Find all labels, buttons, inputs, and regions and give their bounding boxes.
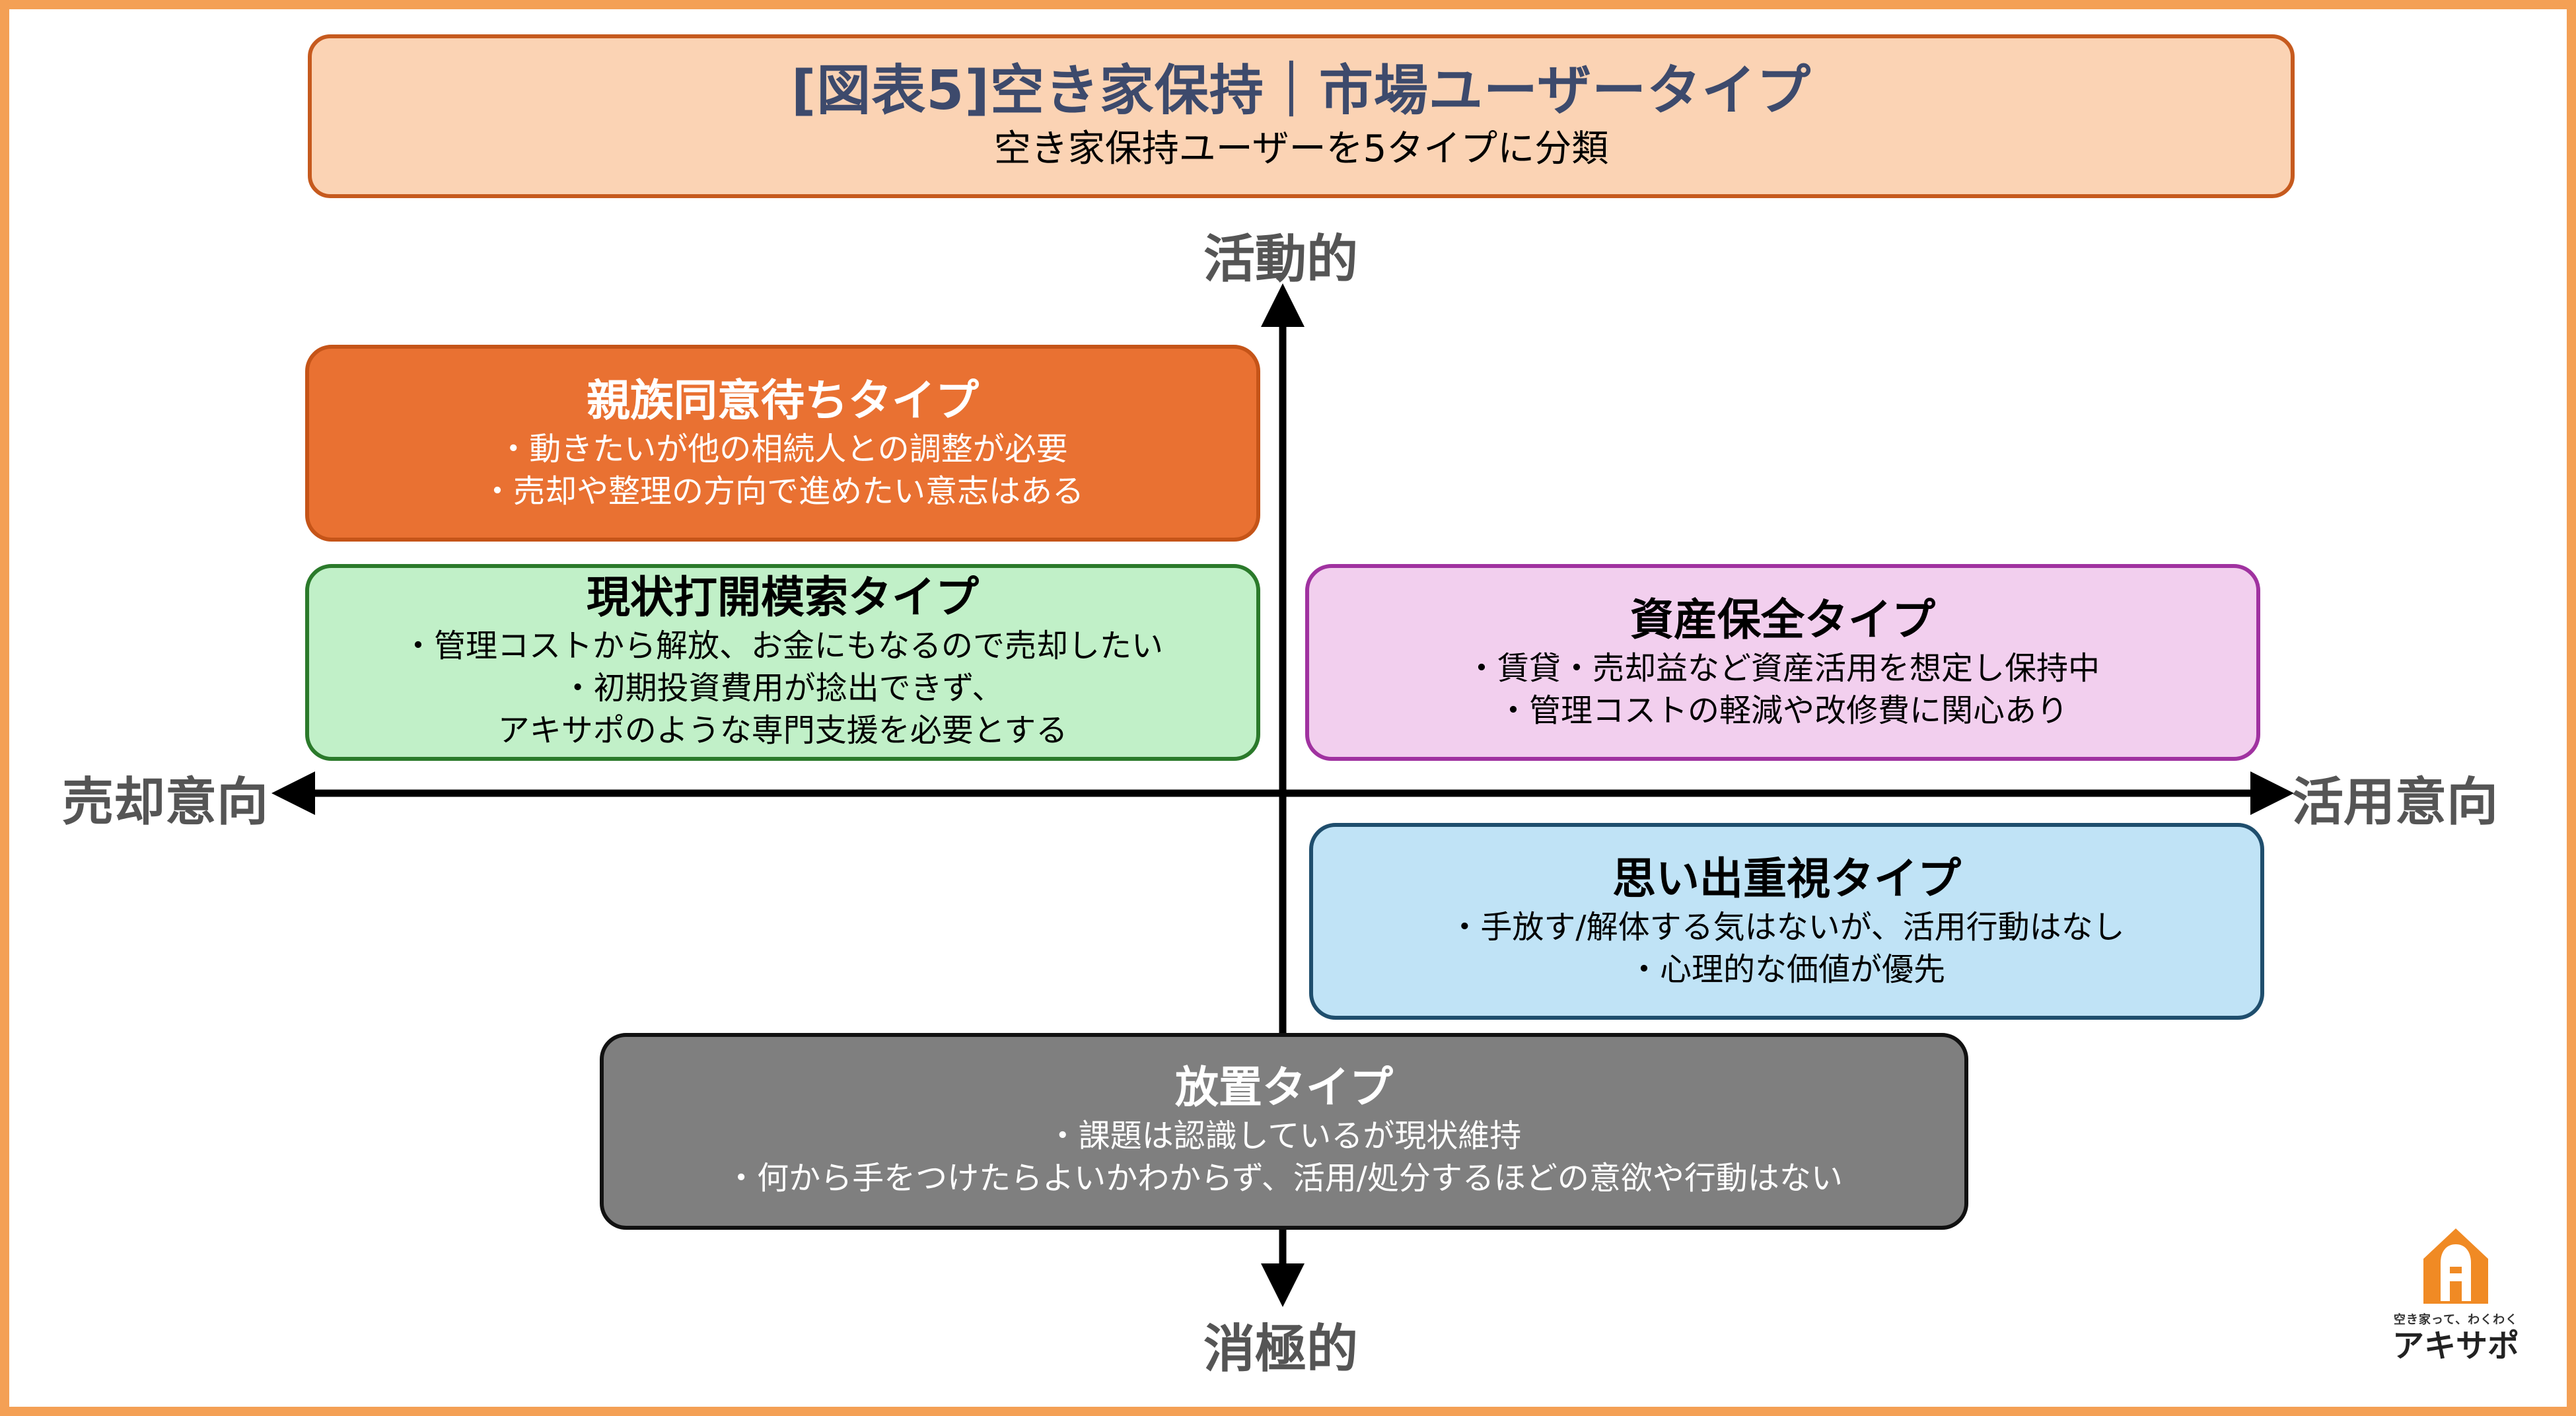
type-line: ・心理的な価値が優先 xyxy=(1628,951,1945,988)
type-title: 思い出重視タイプ xyxy=(1612,853,1961,904)
type-line: ・課題は認識しているが現状維持 xyxy=(1046,1117,1522,1154)
type-line: ・管理コストの軽減や改修費に関心あり xyxy=(1497,692,2068,729)
type-box-shisan: 資産保全タイプ ・賃貸・売却益など資産活用を想定し保持中 ・管理コストの軽減や改… xyxy=(1305,564,2260,761)
logo-name: アキサポ xyxy=(2392,1328,2519,1364)
type-title: 親族同意待ちタイプ xyxy=(587,375,979,426)
type-line: ・初期投資費用が捻出できず、 xyxy=(561,670,1004,707)
type-line: ・管理コストから解放、お金にもなるので売却したい xyxy=(402,627,1163,664)
type-line: ・賃貸・売却益など資産活用を想定し保持中 xyxy=(1465,650,2100,687)
akisapo-logo: 空き家って、わくわく アキサポ xyxy=(2390,1227,2522,1372)
type-line: ・売却や整理の方向で進めたい意志はある xyxy=(481,473,1084,510)
axis-label-left: 売却意向 xyxy=(62,773,269,832)
type-line: アキサポのような専門支援を必要とする xyxy=(497,712,1068,749)
type-box-houchi: 放置タイプ ・課題は認識しているが現状維持 ・何から手をつけたらよいかわからず、… xyxy=(600,1033,1968,1230)
logo-tagline: 空き家って、わくわく xyxy=(2393,1313,2519,1327)
type-box-genjo: 現状打開模索タイプ ・管理コストから解放、お金にもなるので売却したい ・初期投資… xyxy=(305,564,1260,761)
axis-label-right: 活用意向 xyxy=(2292,773,2499,832)
type-line: ・動きたいが他の相続人との調整が必要 xyxy=(497,431,1068,468)
type-title: 資産保全タイプ xyxy=(1630,594,1935,645)
page-title: [図表5]空き家保持｜市場ユーザータイプ xyxy=(791,59,1812,122)
type-title: 放置タイプ xyxy=(1175,1062,1393,1113)
type-line: ・何から手をつけたらよいかわからず、活用/処分するほどの意欲や行動はない xyxy=(725,1160,1843,1197)
axis-label-bottom: 消極的 xyxy=(1203,1320,1359,1379)
page-subtitle: 空き家保持ユーザーを5タイプに分類 xyxy=(993,127,1609,170)
house-icon xyxy=(2423,1228,2488,1304)
type-box-shinzoku: 親族同意待ちタイプ ・動きたいが他の相続人との調整が必要 ・売却や整理の方向で進… xyxy=(305,345,1260,542)
type-line: ・手放す/解体する気はないが、活用行動はなし xyxy=(1449,909,2125,946)
title-box: [図表5]空き家保持｜市場ユーザータイプ 空き家保持ユーザーを5タイプに分類 xyxy=(308,34,2295,198)
axis-label-top: 活動的 xyxy=(1203,230,1359,289)
type-title: 現状打開模索タイプ xyxy=(587,572,979,623)
type-box-omoide: 思い出重視タイプ ・手放す/解体する気はないが、活用行動はなし ・心理的な価値が… xyxy=(1309,823,2264,1020)
